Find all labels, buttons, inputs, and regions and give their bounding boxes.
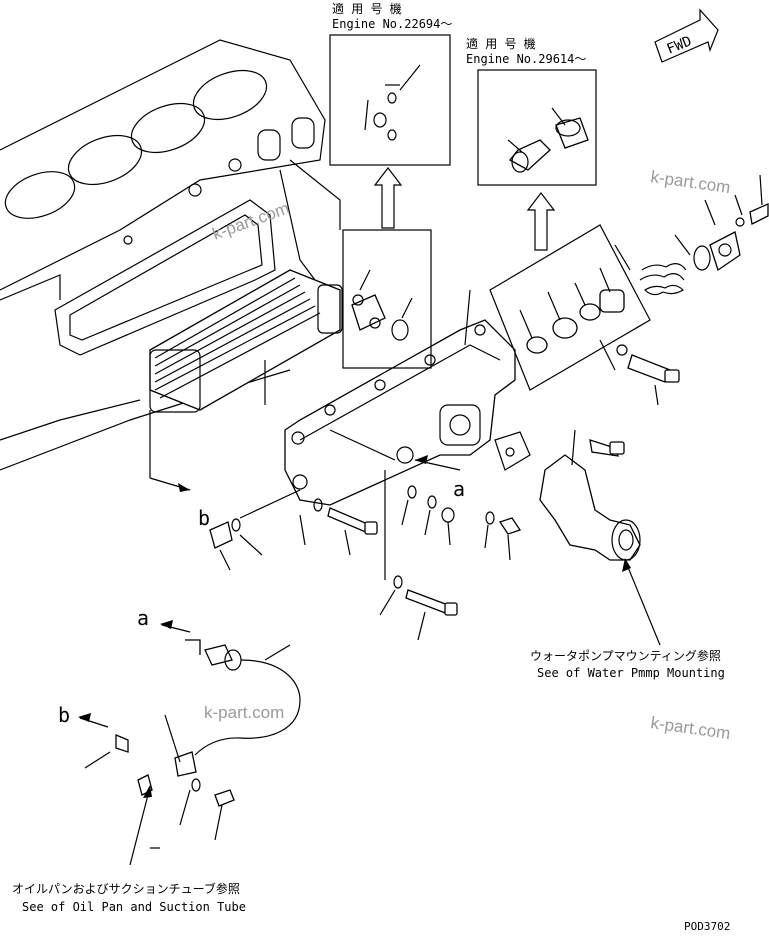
callout-arrows bbox=[373, 167, 556, 251]
drain-plug bbox=[209, 489, 301, 571]
fwd-label: FWD bbox=[665, 33, 694, 57]
reference-arrows bbox=[78, 620, 191, 728]
oil-cooler-element bbox=[149, 269, 343, 492]
fasteners-center bbox=[299, 470, 522, 641]
bolt-right bbox=[599, 339, 680, 406]
cooler-gasket bbox=[54, 158, 276, 356]
watermark-1: k-part.com bbox=[649, 167, 731, 197]
ref-b-label-left: b bbox=[198, 506, 210, 530]
water-pipe bbox=[494, 429, 661, 646]
ref-a-label-right: a bbox=[453, 477, 465, 501]
callout-box-1 bbox=[329, 34, 451, 166]
watermark-3: k-part.com bbox=[204, 703, 284, 722]
water-pump-ref-jp: ウォータポンプマウンティング参照 bbox=[530, 648, 721, 663]
fwd-arrow: FWD bbox=[654, 8, 719, 63]
oil-pressure-sensor bbox=[84, 639, 301, 866]
callout-1-line2: Engine No.22694〜 bbox=[332, 17, 452, 31]
thermostat-housing-parts bbox=[614, 174, 769, 296]
callout-1-line1: 適 用 号 機 bbox=[332, 1, 402, 16]
gasket-inset bbox=[342, 229, 432, 369]
watermark-4: k-part.com bbox=[649, 713, 731, 743]
oil-pan-ref-en: See of Oil Pan and Suction Tube bbox=[22, 900, 246, 914]
water-pump-ref-en: See of Water Pmmp Mounting bbox=[537, 666, 725, 680]
callout-box-2 bbox=[477, 69, 597, 186]
engine-block bbox=[0, 39, 341, 471]
watermark-2: k-part.com bbox=[210, 198, 292, 243]
thermostat-inset bbox=[489, 224, 651, 391]
oil-cooler-cover bbox=[284, 289, 516, 506]
oil-pan-ref-jp: オイルパンおよびサクションチューブ参照 bbox=[12, 881, 240, 896]
callout-2-line2: Engine No.29614〜 bbox=[466, 52, 586, 66]
drawing-code: POD3702 bbox=[684, 920, 730, 933]
ref-b-label-bottom: b bbox=[58, 703, 70, 727]
callout-2-line1: 適 用 号 機 bbox=[466, 36, 536, 51]
ref-a-label-bottom: a bbox=[137, 606, 149, 630]
